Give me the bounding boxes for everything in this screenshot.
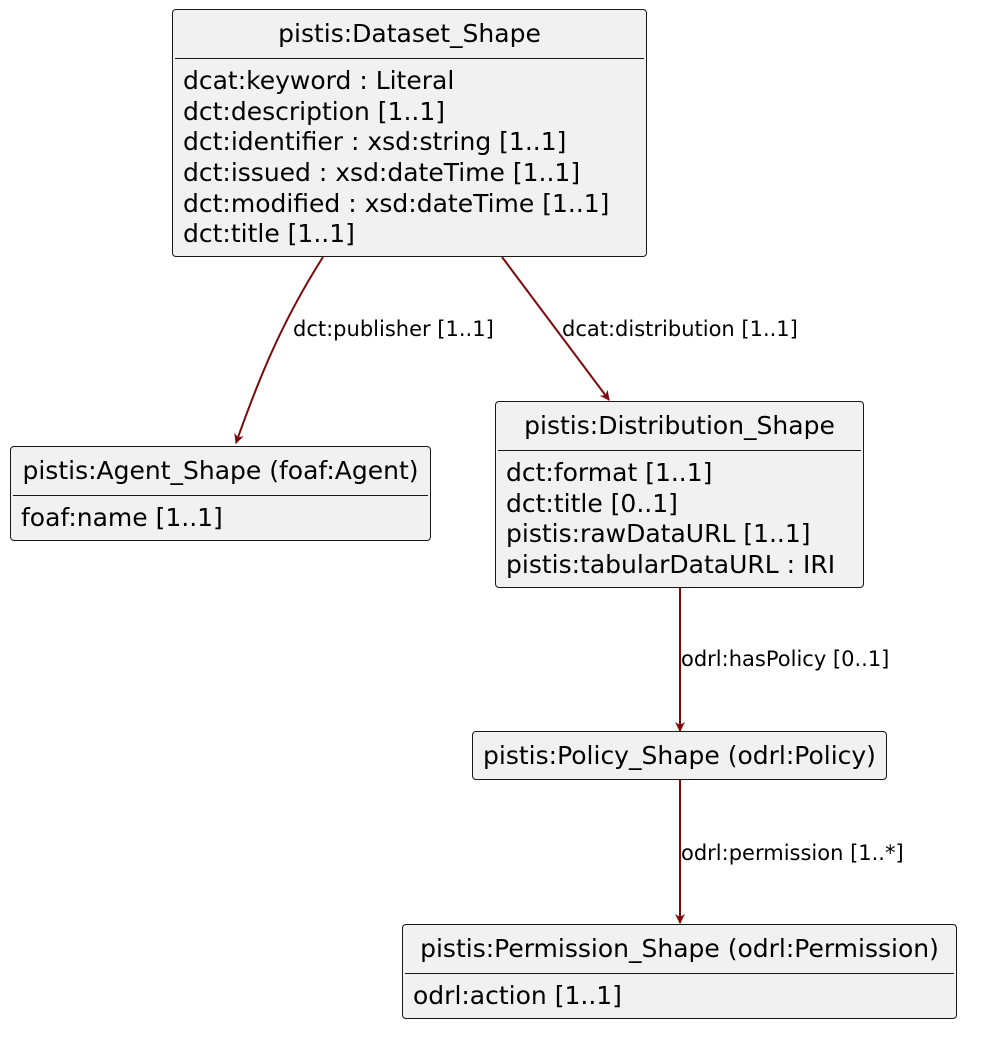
attribute-row: odrl:action [1..1]: [413, 981, 622, 1010]
node-distribution-title: pistis:Distribution_Shape: [524, 411, 835, 440]
node-dataset-shape[interactable]: pistis:Dataset_Shape dcat:keyword : Lite…: [172, 9, 647, 257]
attribute-row: dct:title [0..1]: [506, 488, 678, 518]
node-distribution-separator: [498, 450, 861, 451]
attribute-row: dct:title [1..1]: [183, 219, 355, 249]
node-dataset-attributes: dcat:keyword : Literal dct:description […: [183, 66, 640, 250]
attribute-row: pistis:tabularDataURL : IRI: [506, 550, 836, 580]
node-dataset-separator: [175, 58, 644, 59]
node-agent-attributes: foaf:name [1..1]: [21, 503, 424, 534]
edge-label-publisher: dct:publisher [1..1]: [293, 317, 494, 341]
edge-label-permission: odrl:permission [1..*]: [681, 841, 904, 865]
node-agent-shape[interactable]: pistis:Agent_Shape (foaf:Agent) foaf:nam…: [10, 446, 431, 541]
node-distribution-shape[interactable]: pistis:Distribution_Shape dct:format [1.…: [495, 401, 864, 588]
node-dataset-title: pistis:Dataset_Shape: [278, 19, 541, 48]
attribute-row: dct:issued : xsd:dateTime [1..1]: [183, 158, 581, 188]
attribute-row: dct:modified : xsd:dateTime [1..1]: [183, 188, 610, 218]
attribute-row: dcat:keyword : Literal: [183, 66, 455, 95]
node-agent-separator: [13, 495, 428, 496]
attribute-row: dct:description [1..1]: [183, 96, 445, 126]
attribute-row: foaf:name [1..1]: [21, 503, 223, 532]
edge-label-distribution: dcat:distribution [1..1]: [562, 317, 798, 341]
attribute-row: dct:format [1..1]: [506, 458, 713, 487]
node-agent-title: pistis:Agent_Shape (foaf:Agent): [22, 456, 419, 485]
node-distribution-attributes: dct:format [1..1] dct:title [0..1] pisti…: [506, 458, 857, 581]
node-permission-title: pistis:Permission_Shape (odrl:Permission…: [420, 934, 939, 963]
node-policy-title: pistis:Policy_Shape (odrl:Policy): [483, 741, 876, 770]
node-permission-separator: [405, 973, 954, 974]
node-policy-shape[interactable]: pistis:Policy_Shape (odrl:Policy): [472, 731, 887, 780]
edge-distribution: [501, 256, 610, 401]
attribute-row: pistis:rawDataURL [1..1]: [506, 519, 811, 549]
node-permission-attributes: odrl:action [1..1]: [413, 981, 950, 1012]
edge-label-has-policy: odrl:hasPolicy [0..1]: [681, 647, 890, 671]
edge-publisher: [234, 256, 324, 444]
node-permission-shape[interactable]: pistis:Permission_Shape (odrl:Permission…: [402, 924, 957, 1019]
attribute-row: dct:identifier : xsd:string [1..1]: [183, 127, 567, 157]
